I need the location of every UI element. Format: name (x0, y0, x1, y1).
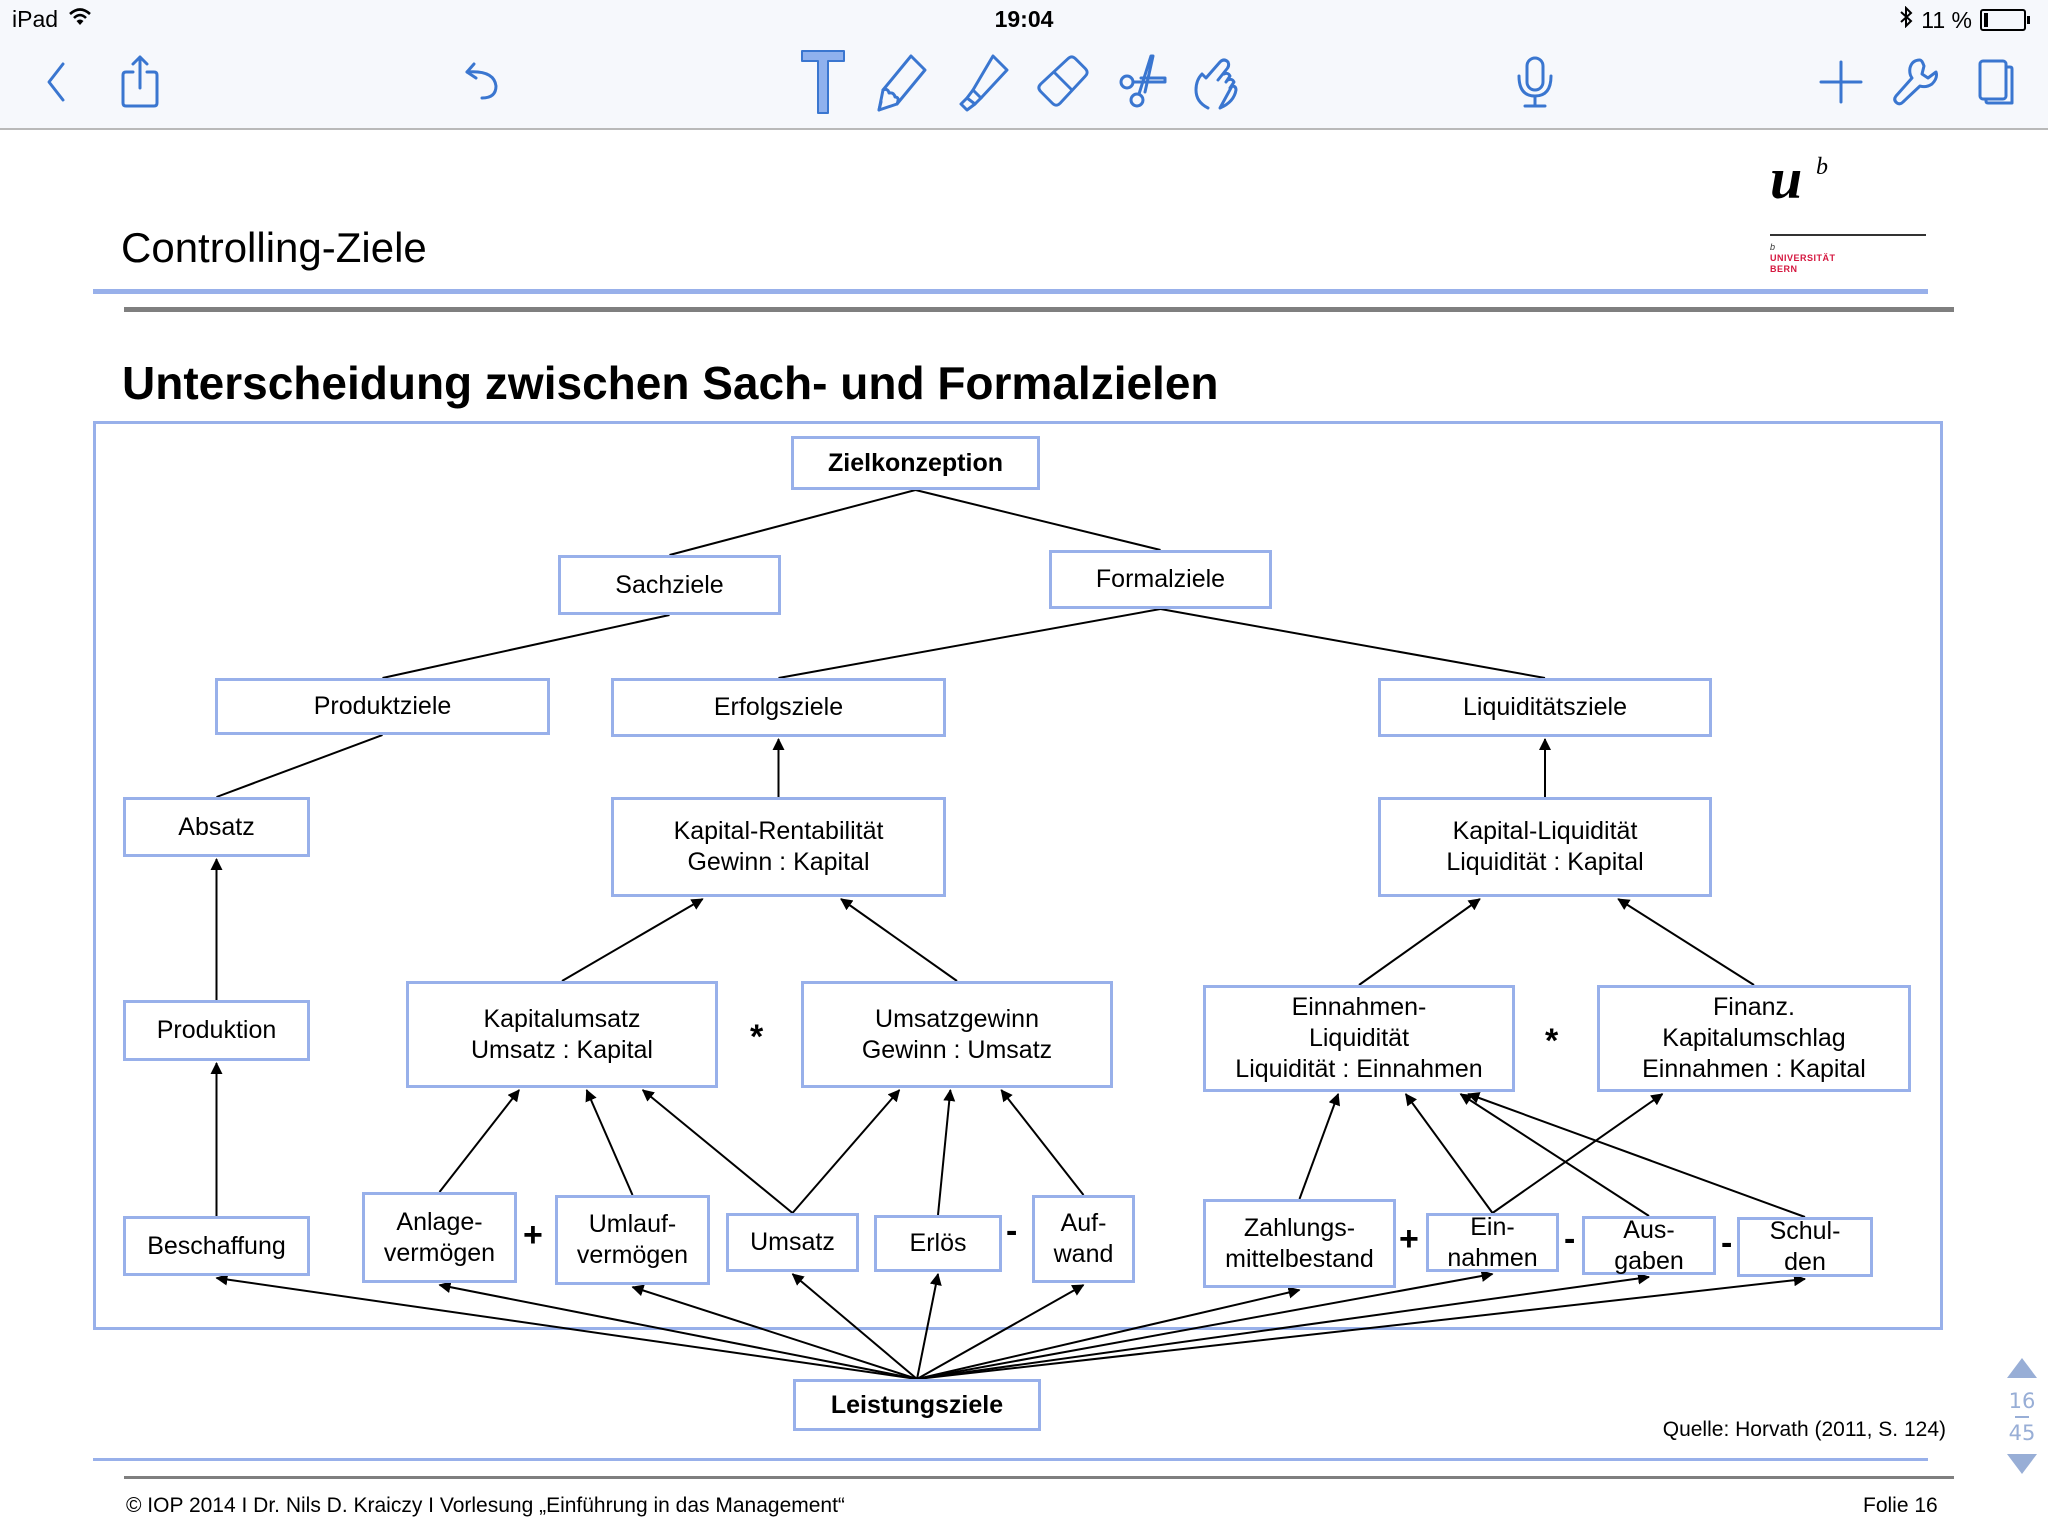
footer-divider-gray (124, 1476, 1954, 1479)
logo-text: b UNIVERSITÄT BERN (1770, 242, 1836, 275)
operator-multiply: * (750, 1018, 764, 1056)
total-pages: 45 (2008, 1421, 2036, 1445)
node-absatz: Absatz (123, 797, 310, 857)
operator-plus: + (523, 1216, 543, 1254)
highlighter-icon[interactable] (955, 52, 1011, 112)
microphone-icon[interactable] (1507, 52, 1563, 112)
node-ausgaben: Aus- gaben (1582, 1216, 1716, 1275)
node-anlagevermoegen: Anlage- vermögen (362, 1192, 517, 1283)
logo-mark: u (1770, 146, 1803, 211)
node-zielkonzeption: Zielkonzeption (791, 436, 1040, 490)
node-beschaffung: Beschaffung (123, 1216, 310, 1276)
bluetooth-icon (1899, 5, 1913, 34)
header-divider-blue (93, 289, 1928, 294)
node-schulden: Schul- den (1737, 1217, 1873, 1277)
device-name: iPad (12, 6, 59, 32)
node-kapitalumsatz: Kapitalumsatz Umsatz : Kapital (406, 981, 718, 1088)
node-produktziele: Produktziele (215, 678, 550, 735)
logo-small-b: b (1770, 242, 1776, 252)
previous-page-button[interactable] (2007, 1358, 2037, 1378)
status-left: iPad (12, 6, 92, 33)
node-erfolgsziele: Erfolgsziele (611, 678, 946, 737)
node-leistungsziele: Leistungsziele (793, 1379, 1041, 1431)
source-citation: Quelle: Horvath (2011, S. 124) (1662, 1418, 1946, 1441)
operator-multiply: * (1545, 1022, 1559, 1060)
node-einnahmen-liquiditaet: Einnahmen- Liquidität Liquidität : Einna… (1203, 985, 1515, 1092)
pages-icon[interactable] (1968, 52, 2024, 112)
node-umsatz: Umsatz (726, 1213, 859, 1272)
university-logo: u b b UNIVERSITÄT BERN (1770, 146, 1930, 274)
operator-minus: - (1564, 1220, 1576, 1258)
node-produktion: Produktion (123, 1000, 310, 1061)
text-tool-icon[interactable] (795, 50, 851, 114)
hand-icon[interactable] (1190, 52, 1246, 112)
back-icon[interactable] (28, 52, 84, 112)
top-toolbar: iPad 19:04 11 % (0, 0, 2048, 130)
current-page: 16 (2008, 1389, 2036, 1413)
eraser-icon[interactable] (1035, 52, 1091, 112)
node-umsatzgewinn: Umsatzgewinn Gewinn : Umsatz (801, 981, 1113, 1088)
node-formalziele: Formalziele (1049, 550, 1272, 609)
undo-icon[interactable] (456, 52, 512, 112)
battery-fill (1984, 13, 1988, 27)
operator-minus: - (1006, 1212, 1018, 1250)
footer-divider-blue (93, 1458, 1928, 1461)
logo-line-1: UNIVERSITÄT (1770, 253, 1836, 263)
logo-line-2: BERN (1770, 264, 1798, 274)
node-liquiditaetsziele: Liquiditätsziele (1378, 678, 1712, 737)
status-right: 11 % (1899, 5, 2030, 34)
node-finanz-kapitalumschlag: Finanz. Kapitalumschlag Einnahmen : Kapi… (1597, 985, 1911, 1092)
node-sachziele: Sachziele (558, 555, 781, 615)
add-icon[interactable] (1813, 52, 1869, 112)
battery-icon (1980, 9, 2030, 31)
logo-divider (1770, 234, 1926, 236)
operator-plus: + (1399, 1220, 1419, 1258)
next-page-button[interactable] (2007, 1454, 2037, 1474)
wrench-icon[interactable] (1888, 52, 1944, 112)
battery-text: 11 % (1921, 6, 1972, 33)
node-kapital-liquiditaet: Kapital-Liquidität Liquidität : Kapital (1378, 797, 1712, 897)
node-zahlungsmittelbestand: Zahlungs- mittelbestand (1203, 1199, 1396, 1288)
footer-copyright: © IOP 2014 I Dr. Nils D. Kraiczy I Vorle… (126, 1494, 845, 1517)
page-indicator: 16 45 (2000, 1358, 2044, 1474)
wifi-icon (68, 6, 92, 33)
slide-title: Unterscheidung zwischen Sach- und Formal… (122, 357, 1219, 409)
slide-header: Controlling-Ziele (121, 224, 427, 271)
logo-superscript: b (1816, 154, 1828, 180)
operator-minus: - (1721, 1224, 1733, 1262)
page-separator (2015, 1416, 2029, 1418)
scissors-icon[interactable] (1115, 52, 1171, 112)
status-time: 19:04 (994, 6, 1054, 32)
node-kapital-rentabilitaet: Kapital-Rentabilität Gewinn : Kapital (611, 797, 946, 897)
header-divider-gray (124, 307, 1954, 312)
share-icon[interactable] (112, 52, 168, 112)
node-aufwand: Auf- wand (1032, 1195, 1135, 1283)
node-erloes: Erlös (874, 1215, 1002, 1272)
footer-slide-number: Folie 16 (1863, 1494, 1938, 1517)
node-umlaufvermoegen: Umlauf- vermögen (555, 1195, 710, 1285)
pencil-icon[interactable] (875, 52, 931, 112)
node-einnahmen: Ein- nahmen (1426, 1213, 1559, 1272)
